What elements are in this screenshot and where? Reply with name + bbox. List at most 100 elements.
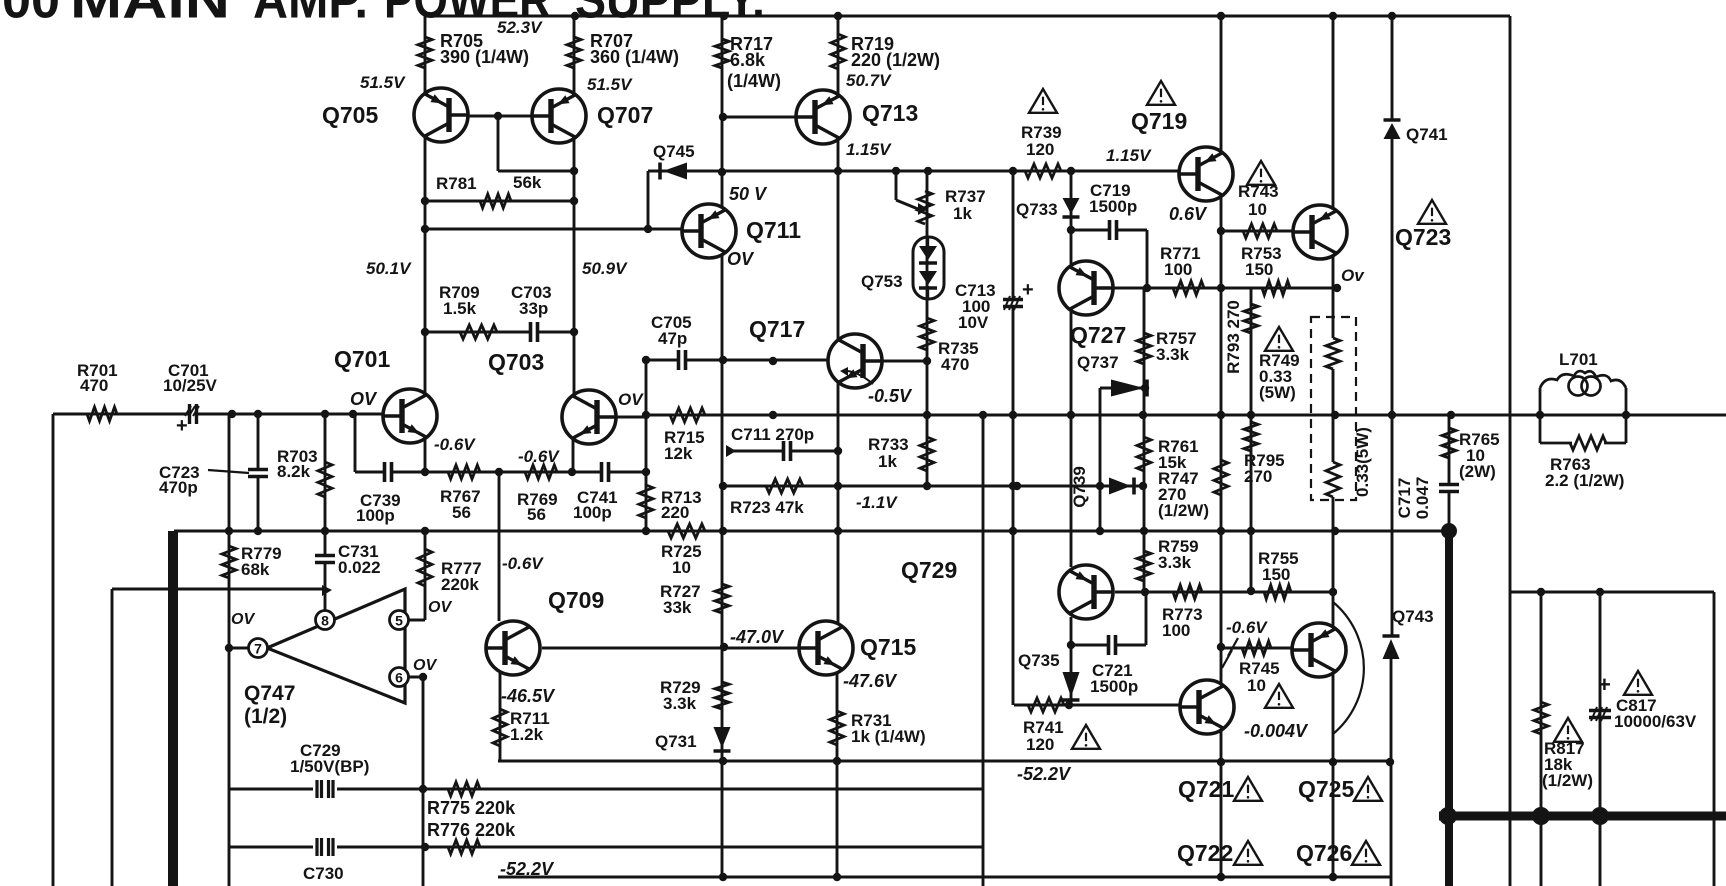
svg-text:R749: R749 (1259, 351, 1300, 370)
svg-text:Q726: Q726 (1296, 840, 1352, 866)
svg-text:R773: R773 (1162, 605, 1203, 624)
svg-text:C721: C721 (1092, 661, 1133, 680)
svg-text:100: 100 (1164, 260, 1192, 279)
svg-text:7: 7 (254, 641, 262, 657)
svg-text:270: 270 (1244, 467, 1272, 486)
svg-text:10/25V: 10/25V (163, 376, 218, 395)
svg-text:Q753: Q753 (861, 272, 903, 291)
svg-text:R703: R703 (277, 447, 318, 466)
svg-text:220k: 220k (441, 575, 479, 594)
svg-text:3.3k: 3.3k (663, 694, 697, 713)
svg-text:68k: 68k (241, 560, 270, 579)
svg-text:Q739: Q739 (1070, 466, 1089, 508)
svg-text:R745: R745 (1239, 659, 1280, 678)
svg-text:R705: R705 (440, 31, 483, 51)
svg-text:56: 56 (527, 505, 546, 524)
svg-text:15k: 15k (1158, 453, 1187, 472)
svg-text:1.2k: 1.2k (510, 725, 544, 744)
svg-text:33k: 33k (663, 598, 692, 617)
svg-text:1.5k: 1.5k (443, 299, 477, 318)
svg-text:-1.1V: -1.1V (856, 493, 898, 512)
svg-text:R777: R777 (441, 559, 482, 578)
svg-text:10: 10 (1466, 446, 1485, 465)
svg-text:-0.5V: -0.5V (868, 386, 913, 406)
svg-text:C711 270p: C711 270p (731, 425, 814, 444)
svg-text:R753: R753 (1241, 244, 1282, 263)
svg-text:-52.2V: -52.2V (500, 859, 555, 879)
svg-text:-46.5V: -46.5V (501, 686, 556, 706)
svg-text:10V: 10V (958, 313, 989, 332)
svg-text:50.7V: 50.7V (846, 71, 892, 90)
svg-text:5: 5 (395, 613, 403, 629)
svg-text:1.15V: 1.15V (846, 140, 892, 159)
svg-text:C717: C717 (1395, 478, 1414, 519)
svg-text:C723: C723 (159, 463, 200, 482)
svg-text:150: 150 (1245, 260, 1273, 279)
svg-text:R729: R729 (660, 678, 701, 697)
svg-text:C719: C719 (1090, 181, 1131, 200)
svg-text:R711: R711 (510, 709, 550, 728)
svg-text:Q733: Q733 (1016, 200, 1058, 219)
svg-text:120: 120 (1026, 735, 1054, 754)
svg-text:270: 270 (1158, 485, 1186, 504)
svg-text:R795: R795 (1244, 451, 1285, 470)
svg-text:0.33(5W): 0.33(5W) (1353, 427, 1372, 497)
svg-text:56: 56 (452, 503, 471, 522)
svg-text:Q711: Q711 (746, 217, 801, 243)
svg-text:-47.6V: -47.6V (843, 671, 898, 691)
svg-text:MAIN: MAIN (70, 0, 230, 30)
svg-text:R771: R771 (1160, 244, 1201, 263)
svg-text:Q735: Q735 (1018, 651, 1060, 670)
svg-text:Q719: Q719 (1131, 108, 1187, 134)
svg-text:Q722: Q722 (1177, 840, 1233, 866)
svg-text:R739: R739 (1021, 123, 1062, 142)
svg-text:R747: R747 (1158, 469, 1199, 488)
svg-text:(2W): (2W) (1459, 462, 1496, 481)
svg-text:8: 8 (321, 613, 329, 629)
svg-text:OV: OV (618, 390, 644, 409)
svg-text:Q709: Q709 (548, 587, 604, 613)
svg-text:(1/2W): (1/2W) (1542, 771, 1593, 790)
svg-text:R741: R741 (1023, 718, 1064, 737)
svg-text:51.5V: 51.5V (360, 73, 406, 92)
svg-text:Q747: Q747 (244, 682, 295, 705)
svg-text:Q715: Q715 (860, 634, 916, 660)
svg-text:10: 10 (1247, 676, 1266, 695)
svg-text:R757: R757 (1156, 329, 1197, 348)
svg-text:100: 100 (962, 297, 990, 316)
svg-text:100: 100 (1162, 621, 1190, 640)
svg-text:R761: R761 (1158, 437, 1199, 456)
svg-text:1500p: 1500p (1090, 677, 1138, 696)
svg-text:Q743: Q743 (1392, 607, 1434, 626)
svg-text:R755: R755 (1258, 549, 1299, 568)
svg-text:C705: C705 (651, 313, 692, 332)
svg-text:-0.6V: -0.6V (434, 435, 476, 454)
svg-text:Q703: Q703 (488, 349, 544, 375)
svg-text:18k: 18k (1544, 755, 1573, 774)
svg-text:1.15V: 1.15V (1106, 146, 1152, 165)
svg-text:Q727: Q727 (1070, 322, 1126, 348)
svg-text:10000/63V: 10000/63V (1614, 712, 1697, 731)
svg-text:R709: R709 (439, 283, 480, 302)
svg-text:R775 220k: R775 220k (427, 798, 516, 818)
svg-text:470: 470 (80, 376, 108, 395)
svg-text:56k: 56k (513, 173, 542, 192)
svg-text:1500p: 1500p (1089, 197, 1137, 216)
svg-text:R776 220k: R776 220k (427, 820, 516, 840)
svg-text:12k: 12k (664, 444, 693, 463)
svg-text:OV: OV (413, 657, 437, 674)
svg-text:C741: C741 (577, 488, 618, 507)
svg-text:2.2 (1/2W): 2.2 (1/2W) (1545, 471, 1624, 490)
svg-text:6.8k: 6.8k (730, 50, 766, 70)
svg-text:+: + (1598, 672, 1611, 697)
svg-text:C713: C713 (955, 281, 996, 300)
svg-text:R793 270: R793 270 (1224, 300, 1243, 374)
svg-text:470p: 470p (159, 478, 198, 497)
svg-text:10: 10 (672, 558, 691, 577)
svg-text:Q705: Q705 (322, 102, 378, 128)
svg-text:R763: R763 (1550, 455, 1591, 474)
svg-text:360 (1/4W): 360 (1/4W) (590, 47, 679, 67)
svg-text:R701: R701 (77, 361, 118, 380)
svg-text:33p: 33p (519, 299, 548, 318)
svg-text:C703: C703 (511, 283, 552, 302)
